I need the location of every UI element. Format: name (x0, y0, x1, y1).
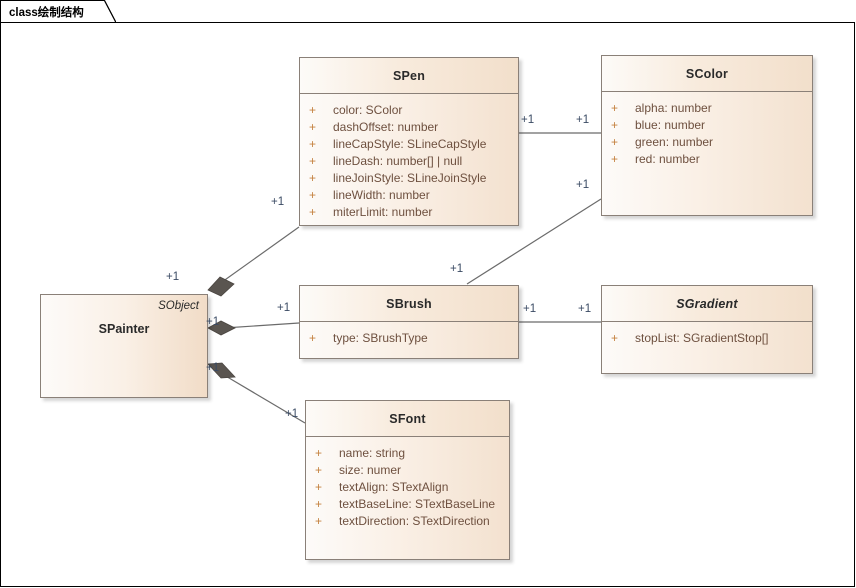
attribute-text: size: numer (339, 463, 402, 477)
attribute-text: alpha: number (635, 101, 712, 115)
diagram-title-tab[interactable]: class绘制结构 (0, 0, 116, 23)
diagram-frame-border (0, 22, 855, 587)
attribute-text: textDirection: STextDirection (339, 514, 490, 528)
attribute-visibility: + (315, 446, 323, 460)
attribute-row: + miterLimit: number (300, 204, 518, 221)
uml-class-sfont-header: SFont (306, 401, 509, 437)
attribute-visibility: + (611, 118, 619, 132)
attribute-text: green: number (635, 135, 714, 149)
uml-class-spainter-stereotype: SObject (158, 300, 199, 312)
uml-class-spainter-title: SPainter (98, 322, 150, 336)
attribute-row: + red: number (602, 151, 812, 168)
attribute-row: + color: SColor (300, 102, 518, 119)
uml-class-scolor-header: SColor (602, 56, 812, 92)
attribute-row: + blue: number (602, 117, 812, 134)
attribute-row: + dashOffset: number (300, 119, 518, 136)
multiplicity-spainter-sbrush: +1 (206, 316, 220, 328)
attribute-text: blue: number (635, 118, 706, 132)
attribute-row: + textBaseLine: STextBaseLine (306, 496, 509, 513)
attribute-visibility: + (315, 463, 323, 477)
multiplicity-spainter-sfont: +1 (206, 362, 220, 374)
attribute-text: lineJoinStyle: SLineJoinStyle (333, 171, 487, 185)
multiplicity-sbrush-scolor: +1 (450, 263, 464, 275)
attribute-visibility: + (309, 154, 317, 168)
attribute-row: + lineWidth: number (300, 187, 518, 204)
attribute-visibility: + (315, 514, 323, 528)
attribute-visibility: + (309, 171, 317, 185)
title-tab-shape (0, 0, 116, 23)
multiplicity-scolor-end-top: +1 (576, 114, 590, 126)
uml-class-sbrush[interactable]: SBrush + type: SBrushType (299, 285, 519, 359)
uml-class-sfont-attributes: + name: string + size: numer + textAlign… (306, 437, 509, 536)
attribute-text: dashOffset: number (333, 120, 439, 134)
attribute-visibility: + (309, 331, 317, 345)
attribute-text: textAlign: STextAlign (339, 480, 449, 494)
attribute-visibility: + (309, 137, 317, 151)
attribute-visibility: + (315, 480, 323, 494)
uml-class-scolor[interactable]: SColor + alpha: number + blue: number + … (601, 55, 813, 216)
uml-class-sbrush-title: SBrush (386, 296, 432, 311)
attribute-visibility: + (309, 103, 317, 117)
attribute-visibility: + (315, 497, 323, 511)
attribute-row: + lineDash: number[] | null (300, 153, 518, 170)
attribute-row: + alpha: number (602, 100, 812, 117)
uml-class-sbrush-attributes: + type: SBrushType (300, 322, 518, 353)
attribute-row: + lineCapStyle: SLineCapStyle (300, 136, 518, 153)
attribute-text: miterLimit: number (333, 205, 433, 219)
attribute-text: red: number (635, 152, 700, 166)
attribute-text: color: SColor (333, 103, 403, 117)
multiplicity-spen-scolor: +1 (521, 114, 535, 126)
attribute-row: + textAlign: STextAlign (306, 479, 509, 496)
uml-class-sgradient-header: SGradient (602, 286, 812, 322)
attribute-text: lineCapStyle: SLineCapStyle (333, 137, 487, 151)
attribute-row: + name: string (306, 445, 509, 462)
attribute-text: lineDash: number[] | null (333, 154, 463, 168)
multiplicity-sbrush-sgradient: +1 (523, 303, 537, 315)
attribute-visibility: + (309, 120, 317, 134)
uml-class-sgradient-title: SGradient (676, 296, 738, 311)
attribute-row: + textDirection: STextDirection (306, 513, 509, 530)
attribute-row: + size: numer (306, 462, 509, 479)
uml-class-spen-attributes: + color: SColor + dashOffset: number + l… (300, 94, 518, 227)
attribute-visibility: + (611, 135, 619, 149)
attribute-row: + lineJoinStyle: SLineJoinStyle (300, 170, 518, 187)
multiplicity-sgradient-end: +1 (578, 303, 592, 315)
multiplicity-spen-end: +1 (271, 196, 285, 208)
uml-class-spainter[interactable]: SObject SPainter (40, 294, 208, 398)
uml-class-sbrush-header: SBrush (300, 286, 518, 322)
multiplicity-sfont-end: +1 (285, 408, 299, 420)
attribute-visibility: + (611, 331, 619, 345)
attribute-visibility: + (611, 101, 619, 115)
uml-class-scolor-title: SColor (685, 66, 729, 81)
uml-class-spen[interactable]: SPen + color: SColor + dashOffset: numbe… (299, 57, 519, 226)
attribute-row: + green: number (602, 134, 812, 151)
multiplicity-scolor-end-bottom: +1 (576, 179, 590, 191)
multiplicity-sbrush-end: +1 (277, 302, 291, 314)
attribute-visibility: + (309, 188, 317, 202)
uml-class-sgradient[interactable]: SGradient + stopList: SGradientStop[] (601, 285, 813, 374)
attribute-visibility: + (309, 205, 317, 219)
attribute-text: lineWidth: number (333, 188, 430, 202)
diagram-title-label: class绘制结构 (9, 7, 84, 19)
attribute-row: + type: SBrushType (300, 330, 518, 347)
multiplicity-spainter-spen: +1 (166, 271, 180, 283)
uml-class-spen-header: SPen (300, 58, 518, 94)
attribute-text: stopList: SGradientStop[] (635, 331, 769, 345)
attribute-text: type: SBrushType (333, 331, 428, 345)
uml-class-spen-title: SPen (392, 68, 426, 83)
uml-class-sfont[interactable]: SFont + name: string + size: numer + tex… (305, 400, 510, 560)
attribute-text: name: string (339, 446, 406, 460)
attribute-text: textBaseLine: STextBaseLine (339, 497, 496, 511)
uml-class-sgradient-attributes: + stopList: SGradientStop[] (602, 322, 812, 353)
attribute-row: + stopList: SGradientStop[] (602, 330, 812, 347)
uml-class-scolor-attributes: + alpha: number + blue: number + green: … (602, 92, 812, 174)
attribute-visibility: + (611, 152, 619, 166)
uml-class-sfont-title: SFont (389, 411, 426, 426)
